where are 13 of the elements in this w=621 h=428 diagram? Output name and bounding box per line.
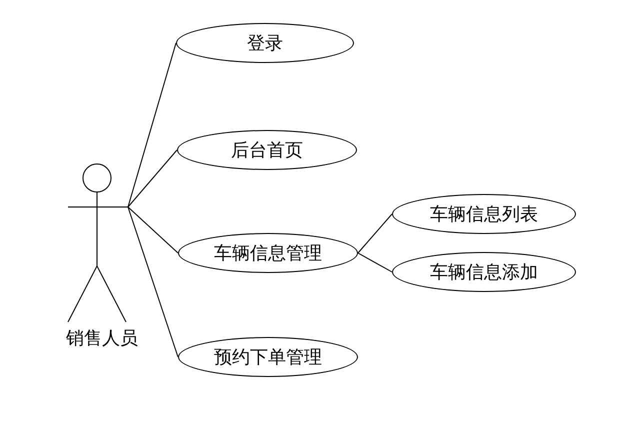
association-line [128, 206, 178, 254]
use-case-label: 登录 [247, 32, 283, 55]
use-case-label: 车辆信息管理 [214, 242, 322, 265]
association-line [128, 150, 178, 208]
use-case-label: 车辆信息添加 [430, 261, 538, 284]
use-case-label: 预约下单管理 [214, 346, 322, 369]
use-case-label: 车辆信息列表 [430, 203, 538, 226]
use-case-label: 后台首页 [231, 139, 303, 162]
association-line [358, 252, 392, 272]
association-line [358, 214, 392, 254]
association-line [128, 42, 176, 208]
association-line [128, 206, 178, 358]
actor-label: 销售人员 [66, 327, 138, 350]
